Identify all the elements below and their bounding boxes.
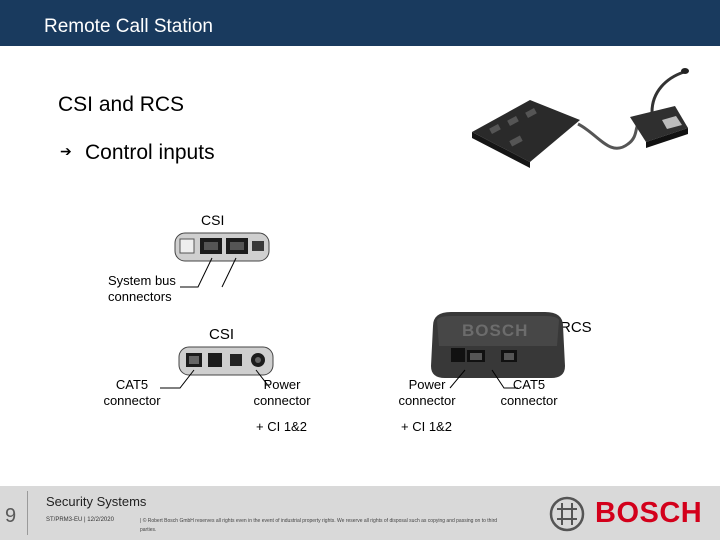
remote-call-station-photo (472, 68, 689, 168)
document-reference: ST/PRM3-EU | 12/2/2020 (46, 517, 114, 523)
slide-title: Remote Call Station (44, 16, 213, 37)
rcs-device-photo (431, 312, 565, 378)
ci-label-left: + CI 1&2 (256, 419, 307, 434)
csi-system-bus-device (174, 232, 270, 262)
bosch-wordmark: BOSCH (595, 497, 703, 529)
csi-label-mid: CSI (209, 326, 235, 343)
cat5-connector-label-left: CAT5 connector (103, 377, 161, 408)
ci-label-right: + CI 1&2 (401, 419, 452, 434)
footer-divider (27, 491, 28, 535)
rcs-device-brand: BOSCH (462, 321, 529, 340)
slide-footer (0, 486, 720, 540)
slide-subtitle: CSI and RCS (58, 93, 185, 116)
csi-label-top: CSI (201, 212, 225, 228)
system-bus-label: System bus connectors (108, 273, 176, 304)
arrow-right-icon: ➔ (60, 143, 72, 159)
rcs-label: RCS (560, 319, 592, 336)
csi-connector-device (178, 346, 274, 376)
cat5-connector-label-right: CAT5 connector (500, 377, 558, 408)
page-number: 9 (5, 505, 17, 527)
bullet-control-inputs: Control inputs (85, 141, 215, 164)
slide-header: Remote Call Station (0, 0, 720, 46)
system-bus-pointer-lines (180, 257, 237, 288)
bosch-armature-logo (549, 496, 585, 532)
legal-notice: | © Robert Bosch GmbH reserves all right… (140, 518, 498, 533)
division-label: Security Systems (46, 494, 147, 509)
connector-pointer-lines (160, 369, 518, 389)
power-connector-label-left: Power connector (253, 377, 311, 408)
power-connector-label-right: Power connector (398, 377, 456, 408)
